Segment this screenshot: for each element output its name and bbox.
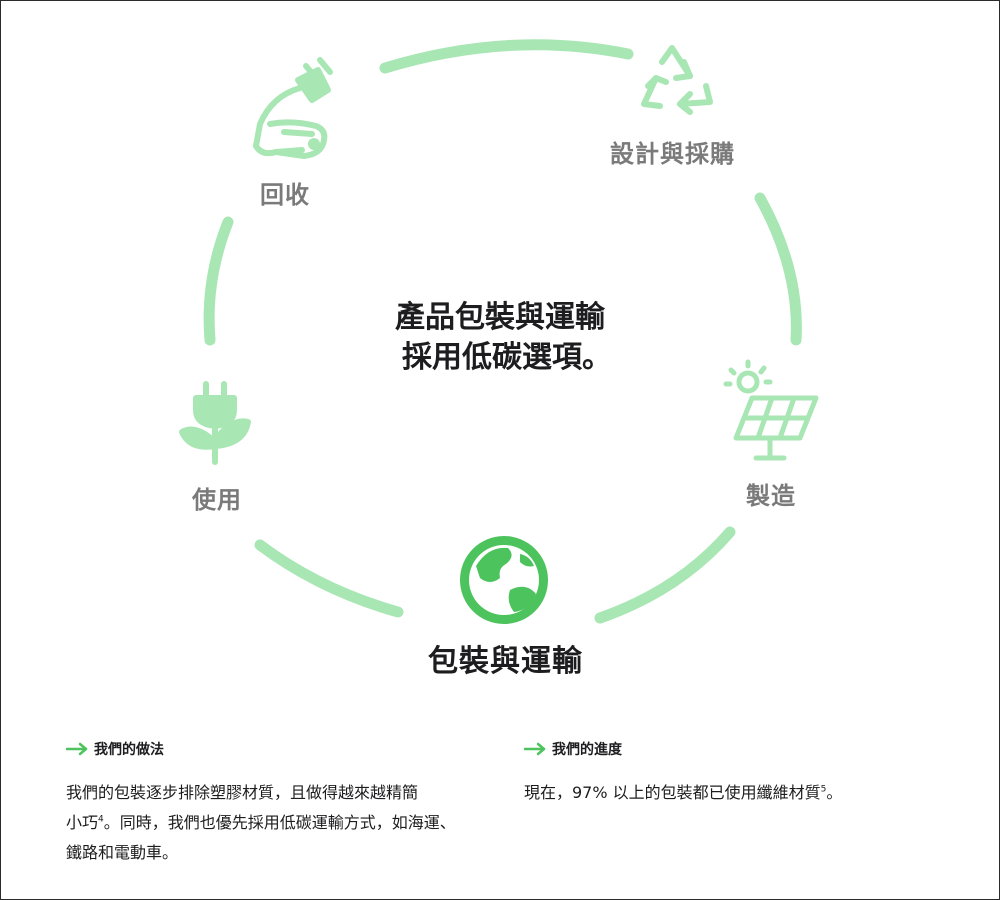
stage-label-manufacture: 製造 [746, 482, 796, 510]
progress-body: 現在，97% 以上的包裝都已使用纖維材質5。 [524, 778, 944, 808]
progress-heading-text: 我們的進度 [552, 742, 622, 758]
cycle-arc-bottom-right [594, 526, 736, 624]
center-title-line-2: 採用低碳選項。 [402, 340, 612, 375]
stage-label-packaging: 包裝與運輸 [428, 644, 583, 679]
center-title-line-1: 產品包裝與運輸 [395, 300, 605, 335]
approach-section: 我們的做法 我們的包裝逐步排除塑膠材質，且做得越來越精簡 小巧4。同時，我們也優… [66, 738, 486, 868]
cycle-arc-bottom-left [254, 539, 404, 618]
progress-section: 我們的進度 現在，97% 以上的包裝都已使用纖維材質5。 [524, 738, 944, 808]
arrow-right-icon [524, 742, 546, 756]
approach-line-2: 小巧4。同時，我們也優先採用低碳運輸方式，如海運、 [66, 808, 486, 838]
stage-label-design: 設計與採購 [610, 140, 735, 168]
approach-line-2-a: 小巧 [66, 813, 99, 832]
progress-line-1: 現在，97% 以上的包裝都已使用纖維材質5。 [524, 778, 944, 808]
progress-line-1-a: 現在，97% 以上的包裝都已使用纖維材質 [524, 783, 821, 802]
approach-line-1: 我們的包裝逐步排除塑膠材質，且做得越來越精簡 [66, 783, 419, 802]
stage-label-recycle: 回收 [260, 181, 310, 209]
center-title: 產品包裝與運輸 採用低碳選項。 [300, 298, 700, 378]
hand-plug-icon [253, 57, 333, 159]
approach-line-3: 鐵路和電動車。 [66, 843, 179, 862]
approach-line-2-b: 。同時，我們也優先採用低碳運輸方式，如海運、 [103, 813, 456, 832]
arrow-right-icon [66, 742, 88, 756]
solar-panel-icon [723, 359, 819, 461]
progress-heading: 我們的進度 [524, 738, 944, 760]
progress-line-1-b: 。 [826, 783, 843, 802]
footnote-ref-5[interactable]: 5 [820, 784, 827, 795]
lifecycle-diagram [179, 39, 819, 624]
plug-plant-icon [179, 381, 251, 465]
cycle-arc-right [754, 192, 802, 346]
approach-body: 我們的包裝逐步排除塑膠材質，且做得越來越精簡 小巧4。同時，我們也優先採用低碳運… [66, 778, 486, 868]
recycle-icon [641, 45, 713, 115]
globe-icon [460, 536, 548, 624]
approach-heading: 我們的做法 [66, 738, 486, 760]
stage-label-use: 使用 [192, 486, 242, 514]
cycle-arc-left [203, 216, 234, 346]
approach-heading-text: 我們的做法 [94, 742, 164, 758]
cycle-arc-top [379, 39, 634, 74]
footnote-ref-4[interactable]: 4 [98, 814, 104, 825]
